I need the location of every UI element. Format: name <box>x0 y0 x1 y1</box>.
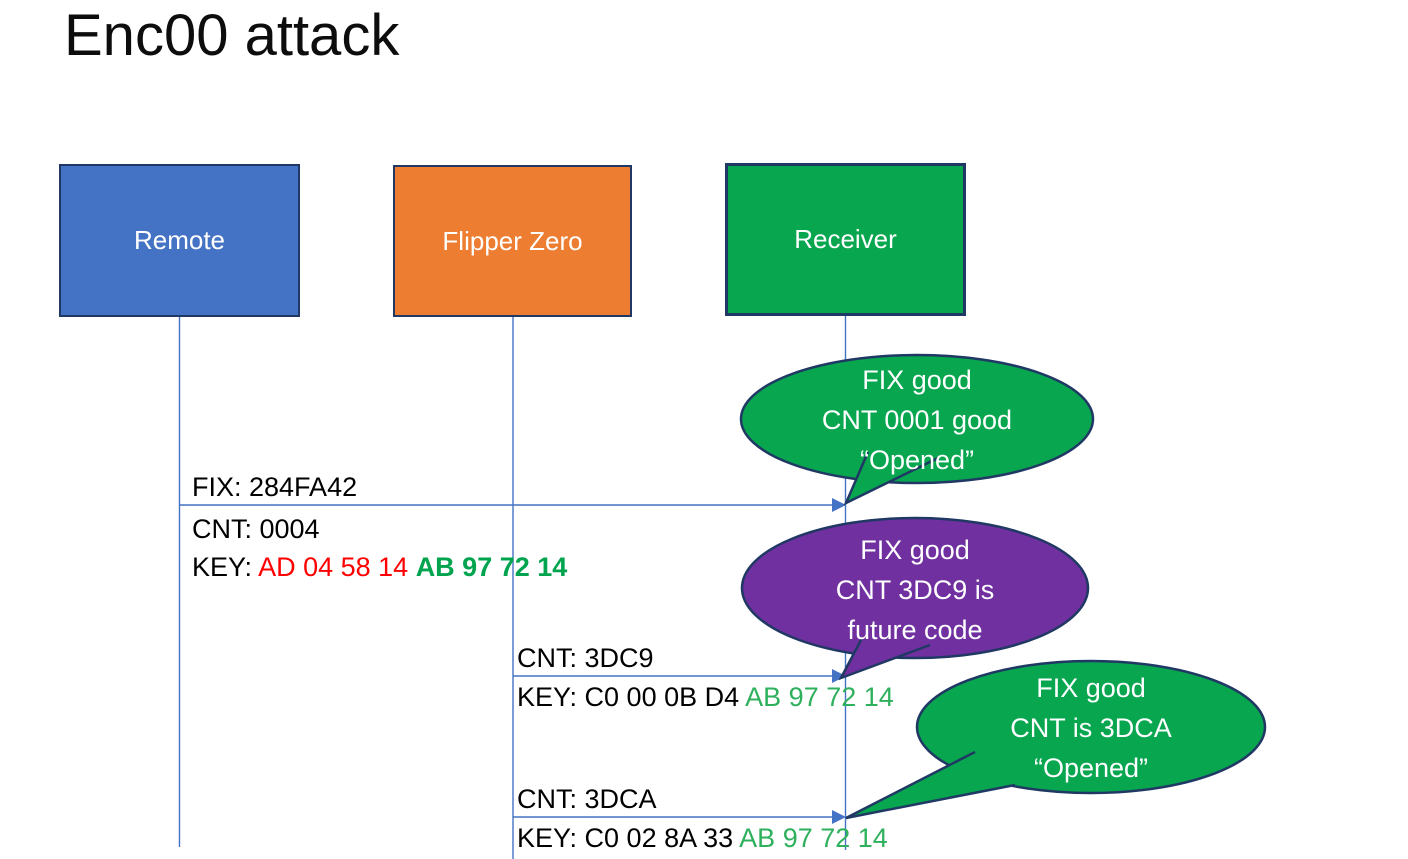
key-prefix: KEY: C0 02 8A 33 <box>517 823 740 853</box>
message-1-fix-line: FIX: 284FA42 <box>192 472 358 502</box>
callout-3-bubble <box>845 659 1267 820</box>
key-fixed-bytes: AB 97 72 14 <box>745 682 894 712</box>
callout-1-line-1: FIX good <box>862 365 972 395</box>
arrowhead-icon <box>832 498 846 512</box>
message-arrow-2 <box>513 669 846 683</box>
actor-box-receiver: Receiver <box>725 163 966 316</box>
message-arrow-1 <box>179 498 846 512</box>
message-3-key-line: KEY: C0 02 8A 33 AB 97 72 14 <box>517 823 888 854</box>
actor-label-receiver: Receiver <box>794 224 897 254</box>
arrowhead-icon <box>832 810 846 824</box>
actor-label-remote: Remote <box>133 225 226 255</box>
message-1-cnt-line: CNT: 0004 <box>192 514 320 544</box>
callout-3-line-1: FIX good <box>1036 673 1146 703</box>
callout-2-tail <box>838 637 931 681</box>
callout-1-tail <box>843 451 939 506</box>
message-arrow-3 <box>513 810 846 824</box>
actor-label-flipper-zero: Flipper Zero <box>442 225 583 256</box>
callout-2-line-1: FIX good <box>860 535 970 565</box>
page-title: Enc00 attack <box>64 3 400 68</box>
actor-box-remote: Remote <box>59 164 300 317</box>
message-1-key-line: KEY: AD 04 58 14 AB 97 72 14 <box>192 552 567 583</box>
callout-3-text: FIX good CNT is 3DCA “Opened” <box>919 668 1263 788</box>
message-2-cnt-line: CNT: 3DC9 <box>517 643 654 673</box>
actor-box-flipper-zero: Flipper Zero <box>393 165 632 317</box>
callout-3-line-3: “Opened” <box>1033 753 1149 783</box>
callout-1-line-2: CNT 0001 good <box>821 405 1013 435</box>
callout-1-text: FIX good CNT 0001 good “Opened” <box>745 360 1089 480</box>
callout-3-tail <box>845 750 1016 820</box>
callout-2-line-2: CNT 3DC9 is <box>835 575 995 605</box>
callout-1-bubble <box>739 353 1095 506</box>
callout-2-text: FIX good CNT 3DC9 is future code <box>743 530 1087 650</box>
key-fixed-bytes: AB 97 72 14 <box>415 552 568 582</box>
key-label: KEY: <box>192 552 259 582</box>
arrowhead-icon <box>832 669 846 683</box>
callout-3-line-2: CNT is 3DCA <box>1010 713 1172 743</box>
callout-1-line-3: “Opened” <box>859 445 975 475</box>
key-prefix: KEY: C0 00 0B D4 <box>517 682 746 712</box>
callout-2-bubble <box>740 516 1090 681</box>
key-changed-bytes: AD 04 58 14 <box>258 552 416 582</box>
message-2-key-line: KEY: C0 00 0B D4 AB 97 72 14 <box>517 682 894 713</box>
key-fixed-bytes: AB 97 72 14 <box>739 823 888 853</box>
callout-2-line-3: future code <box>847 615 983 645</box>
message-3-cnt-line: CNT: 3DCA <box>517 784 657 814</box>
